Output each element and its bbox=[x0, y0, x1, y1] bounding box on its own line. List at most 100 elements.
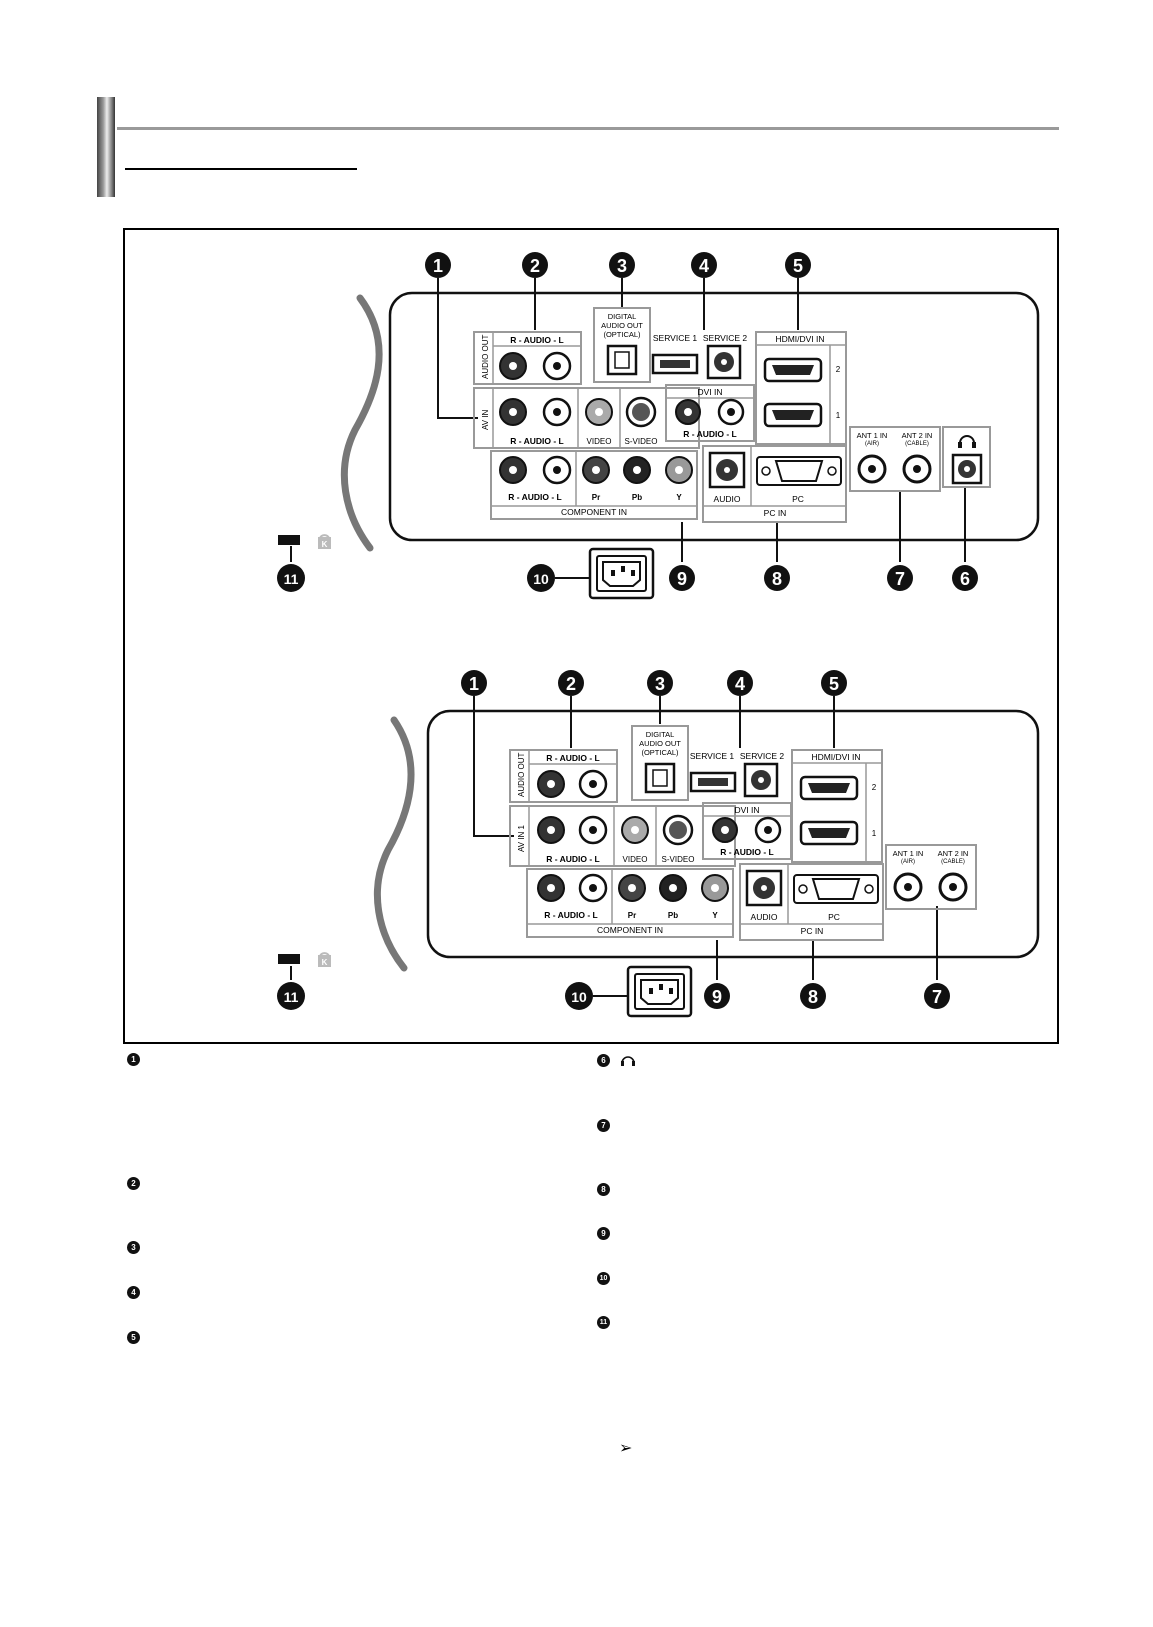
audio-out-label-2: AUDIO OUT bbox=[517, 752, 526, 797]
ant2-sub-label-2: (CABLE) bbox=[941, 859, 965, 865]
svg-text:3: 3 bbox=[617, 256, 627, 276]
callout-10: 10 bbox=[527, 564, 555, 592]
svg-text:2: 2 bbox=[566, 674, 576, 694]
svg-text:3: 3 bbox=[655, 674, 665, 694]
callout-2-10: 10 bbox=[565, 982, 593, 1010]
pc-label-2: PC bbox=[828, 912, 840, 922]
s-video-label: S-VIDEO bbox=[625, 437, 658, 446]
ant1-sub-label-2: (AIR) bbox=[901, 859, 915, 865]
tv-edge-curve-2 bbox=[373, 716, 415, 972]
legend-number: 9 bbox=[597, 1227, 610, 1240]
callout-9: 9 bbox=[669, 565, 695, 591]
callout-2-8: 8 bbox=[800, 983, 826, 1009]
callout-8: 8 bbox=[764, 565, 790, 591]
callout-2-5: 5 bbox=[821, 670, 847, 696]
av-in-rl-label: R - AUDIO - L bbox=[510, 436, 564, 446]
pc-label: PC bbox=[792, 494, 804, 504]
svg-text:5: 5 bbox=[793, 256, 803, 276]
section-header-rule bbox=[117, 127, 1059, 130]
legend-number: 11 bbox=[597, 1316, 610, 1329]
kensington-label: K bbox=[322, 540, 328, 549]
lock-icon-2: K bbox=[318, 952, 331, 967]
kensington-label-2: K bbox=[322, 958, 328, 967]
hdmi-2-label: 2 bbox=[836, 365, 841, 374]
svg-text:4: 4 bbox=[735, 674, 745, 694]
ant1-label: ANT 1 IN bbox=[857, 431, 888, 440]
svg-text:10: 10 bbox=[533, 571, 549, 587]
callout-2-11: 11 bbox=[277, 982, 305, 1010]
callout-2-4: 4 bbox=[727, 670, 753, 696]
legend-number: 6 bbox=[597, 1053, 610, 1067]
callout-5: 5 bbox=[785, 252, 811, 278]
callout-2-7: 7 bbox=[924, 983, 950, 1009]
callout-3: 3 bbox=[609, 252, 635, 278]
video-label-2: VIDEO bbox=[623, 855, 648, 864]
legend-number: 10 bbox=[597, 1272, 610, 1285]
callout-2-1: 1 bbox=[461, 670, 487, 696]
service1-label-2: SERVICE 1 bbox=[690, 751, 735, 761]
legend-item-9: 9 bbox=[597, 1227, 610, 1240]
legend-item-2: 2 bbox=[127, 1177, 140, 1190]
callout-11: 11 bbox=[277, 564, 305, 592]
ant2-label: ANT 2 IN bbox=[902, 431, 933, 440]
legend-number: 2 bbox=[127, 1177, 140, 1190]
video-label: VIDEO bbox=[587, 437, 612, 446]
pc-in-label-2: PC IN bbox=[801, 926, 824, 936]
pc-audio-label-2: AUDIO bbox=[751, 912, 778, 922]
callout-4: 4 bbox=[691, 252, 717, 278]
ant1-label-2: ANT 1 IN bbox=[893, 849, 924, 858]
y-label-2: Y bbox=[712, 911, 718, 920]
dvi-in-rl-label: R - AUDIO - L bbox=[683, 429, 737, 439]
dvi-in-label: DVI IN bbox=[697, 387, 722, 397]
svg-text:2: 2 bbox=[530, 256, 540, 276]
callout-2-2: 2 bbox=[558, 670, 584, 696]
svg-text:9: 9 bbox=[712, 987, 722, 1007]
hdmi-1-label: 1 bbox=[836, 411, 841, 420]
tv-edge-curve bbox=[340, 294, 383, 552]
digital-audio-out-label-2-2: AUDIO OUT bbox=[639, 739, 681, 748]
legend-item-8: 8 bbox=[597, 1183, 610, 1196]
svg-text:9: 9 bbox=[677, 569, 687, 589]
legend-item-4: 4 bbox=[127, 1286, 140, 1299]
legend-number: 5 bbox=[127, 1331, 140, 1344]
pc-audio-label: AUDIO bbox=[714, 494, 741, 504]
hdmi-2-label-2: 2 bbox=[872, 783, 877, 792]
digital-audio-out-label-2-3: (OPTICAL) bbox=[641, 748, 679, 757]
service1-label: SERVICE 1 bbox=[653, 333, 698, 343]
av-in-1-rl-label: R - AUDIO - L bbox=[546, 854, 600, 864]
svg-text:7: 7 bbox=[932, 987, 942, 1007]
ant2-sub-label: (CABLE) bbox=[905, 441, 929, 447]
legend-item-5: 5 bbox=[127, 1331, 140, 1344]
headphone-icon bbox=[621, 1056, 635, 1066]
component-in-label: COMPONENT IN bbox=[561, 507, 627, 517]
digital-audio-out-label-2: AUDIO OUT bbox=[601, 321, 643, 330]
section-title-underline bbox=[125, 168, 357, 170]
svg-text:5: 5 bbox=[829, 674, 839, 694]
svg-text:11: 11 bbox=[284, 989, 299, 1005]
legend-item-10: 10 bbox=[597, 1272, 610, 1285]
digital-audio-out-label-1: DIGITAL bbox=[608, 312, 637, 321]
arrow-icon: ➢ bbox=[619, 1440, 633, 1457]
y-label: Y bbox=[676, 493, 682, 502]
hdmi-1-label-2: 1 bbox=[872, 829, 877, 838]
pr-label: Pr bbox=[592, 493, 600, 502]
legend-number: 4 bbox=[127, 1286, 140, 1299]
legend-number: 8 bbox=[597, 1183, 610, 1196]
legend-item-6: 6 bbox=[597, 1053, 636, 1067]
svg-text:1: 1 bbox=[433, 256, 443, 276]
audio-out-label: AUDIO OUT bbox=[481, 334, 490, 379]
hdmi-dvi-in-label: HDMI/DVI IN bbox=[775, 334, 824, 344]
component-rl-label-2: R - AUDIO - L bbox=[544, 910, 598, 920]
legend-number: 3 bbox=[127, 1241, 140, 1254]
dvi-in-label-2: DVI IN bbox=[734, 805, 759, 815]
callout-6: 6 bbox=[952, 565, 978, 591]
svg-text:1: 1 bbox=[469, 674, 479, 694]
pb-label-2: Pb bbox=[668, 911, 678, 920]
s-video-label-2: S-VIDEO bbox=[662, 855, 695, 864]
svg-text:4: 4 bbox=[699, 256, 709, 276]
callout-2: 2 bbox=[522, 252, 548, 278]
